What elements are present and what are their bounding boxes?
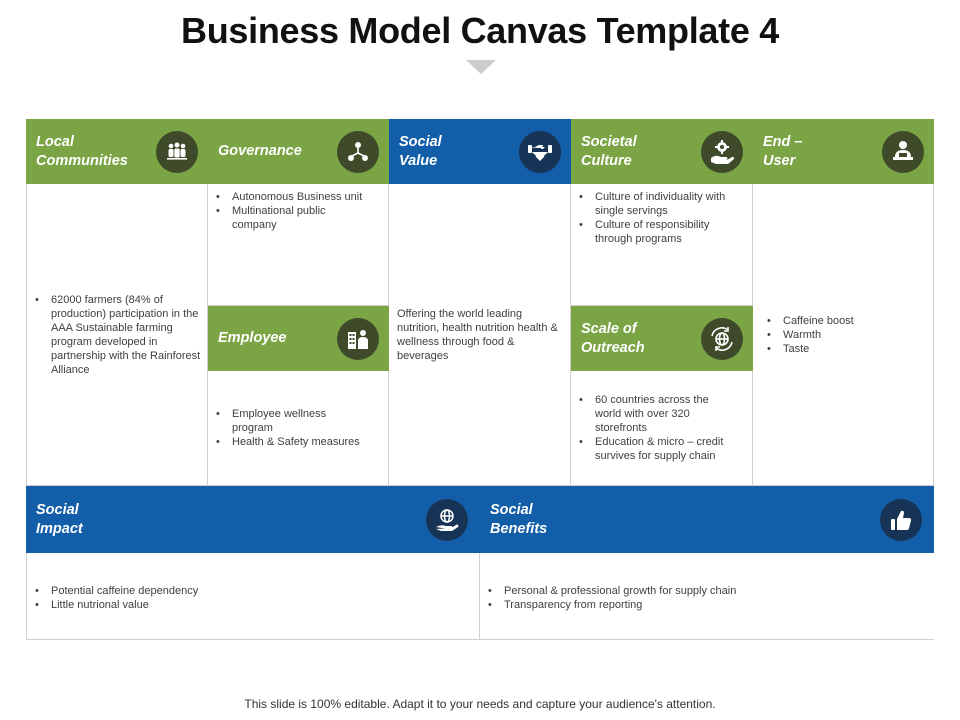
- list-item: Multinational public company: [208, 204, 384, 232]
- user-desk-icon: [882, 130, 924, 173]
- scale-of-outreach-list: 60 countries across the world with over …: [571, 393, 748, 463]
- header-label: End – User: [763, 133, 803, 169]
- header-label: Local Communities: [36, 133, 128, 169]
- header-label: Scale of Outreach: [581, 320, 645, 356]
- header-label: Social Benefits: [490, 501, 548, 537]
- list-item: Warmth: [759, 328, 854, 342]
- local-communities-list: 62000 farmers (84% of production) partic…: [27, 293, 201, 377]
- list-item: Culture of responsibility through progra…: [571, 218, 748, 246]
- societal-culture-list: Culture of individuality with single ser…: [571, 190, 748, 246]
- body-employee: Employee wellness program Health & Safet…: [208, 371, 389, 486]
- body-social-benefits: Personal & professional growth for suppl…: [480, 553, 934, 640]
- header-social-value: Social Value: [389, 119, 571, 184]
- employee-building-icon: [337, 317, 379, 360]
- header-employee: Employee: [208, 306, 389, 371]
- list-item: Culture of individuality with single ser…: [571, 190, 748, 218]
- body-local-communities: 62000 farmers (84% of production) partic…: [26, 184, 208, 486]
- list-item: Education & micro – credit survives for …: [571, 435, 748, 463]
- list-item: Little nutrional value: [27, 598, 479, 612]
- list-item: 60 countries across the world with over …: [571, 393, 748, 435]
- list-item: Potential caffeine dependency: [27, 584, 479, 598]
- page-title: Business Model Canvas Template 4: [181, 10, 779, 51]
- header-societal-culture: Societal Culture: [571, 119, 753, 184]
- body-social-value: Offering the world leading nutrition, he…: [389, 184, 571, 486]
- governance-list: Autonomous Business unit Multinational p…: [208, 190, 384, 232]
- header-social-impact: Social Impact: [26, 486, 480, 553]
- header-social-benefits: Social Benefits: [480, 486, 934, 553]
- body-scale-of-outreach: 60 countries across the world with over …: [571, 371, 753, 486]
- body-governance: Autonomous Business unit Multinational p…: [208, 184, 389, 306]
- body-social-impact: Potential caffeine dependency Little nut…: [26, 553, 480, 640]
- list-item: Health & Safety measures: [208, 435, 384, 449]
- list-item: 62000 farmers (84% of production) partic…: [27, 293, 201, 377]
- header-label: Societal Culture: [581, 133, 637, 169]
- header-label: Social Value: [399, 133, 442, 169]
- title-arrow-decoration: [466, 60, 496, 74]
- end-user-list: Caffeine boost Warmth Taste: [753, 314, 854, 356]
- hand-gear-icon: [701, 130, 743, 173]
- footer-note: This slide is 100% editable. Adapt it to…: [244, 697, 716, 711]
- header-scale-of-outreach: Scale of Outreach: [571, 306, 753, 371]
- handshake-heart-icon: [519, 130, 561, 173]
- globe-cycle-icon: [701, 317, 743, 360]
- network-hierarchy-icon: [337, 130, 379, 173]
- header-label: Employee: [218, 330, 287, 346]
- list-item: Transparency from reporting: [480, 598, 934, 612]
- list-item: Taste: [759, 342, 854, 356]
- social-value-text: Offering the world leading nutrition, he…: [397, 307, 558, 362]
- header-label: Governance: [218, 143, 302, 159]
- header-label: Social Impact: [36, 501, 83, 537]
- employee-list: Employee wellness program Health & Safet…: [208, 407, 384, 449]
- header-end-user: End – User: [753, 119, 934, 184]
- social-benefits-list: Personal & professional growth for suppl…: [480, 584, 934, 612]
- list-item: Employee wellness program: [208, 407, 384, 435]
- thumbs-up-icon: [880, 498, 922, 541]
- header-local-communities: Local Communities: [26, 119, 208, 184]
- body-societal-culture: Culture of individuality with single ser…: [571, 184, 753, 306]
- body-end-user: Caffeine boost Warmth Taste: [753, 184, 934, 486]
- list-item: Autonomous Business unit: [208, 190, 384, 204]
- social-impact-list: Potential caffeine dependency Little nut…: [27, 584, 479, 612]
- list-item: Personal & professional growth for suppl…: [480, 584, 934, 598]
- globe-hand-icon: [426, 498, 468, 541]
- people-group-icon: [156, 130, 198, 173]
- header-governance: Governance: [208, 119, 389, 184]
- list-item: Caffeine boost: [759, 314, 854, 328]
